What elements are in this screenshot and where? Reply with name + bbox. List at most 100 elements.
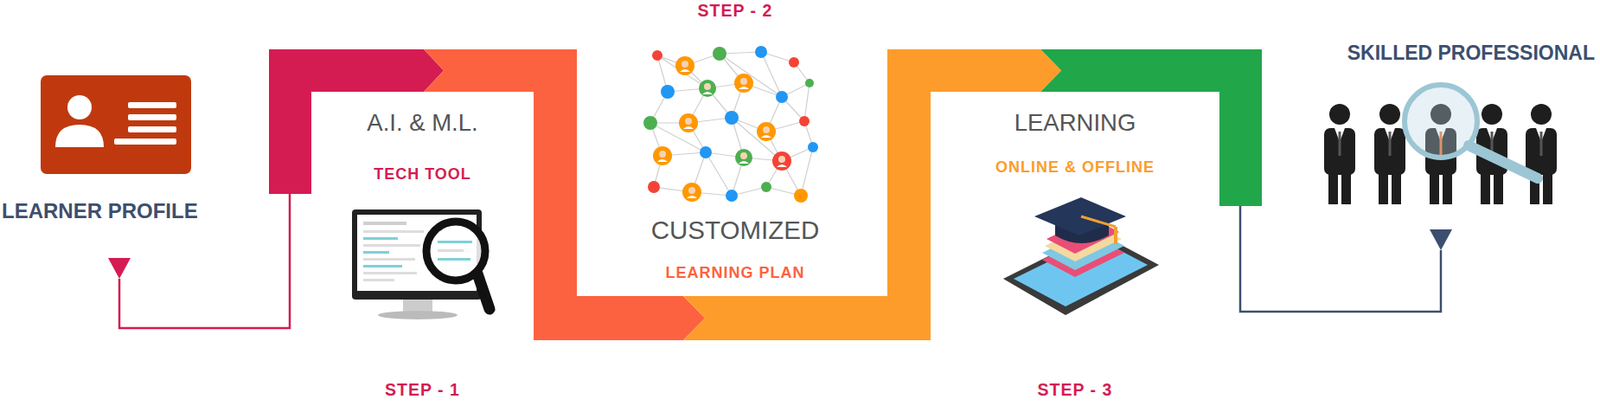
profile-card-icon [128,126,177,133]
network-dot [755,45,768,58]
person-leg [1542,172,1553,205]
network-face [740,152,748,160]
profile-node: LEARNER PROFILE [1,69,253,258]
network-face [657,159,668,162]
network-face [761,134,772,138]
profile-card-icon [40,75,192,174]
network-dot [724,110,739,125]
profile-card-icon [55,124,104,148]
person-head [1329,103,1351,125]
monitor-icon [377,310,458,320]
profile-card-icon [114,138,177,145]
network-dot [734,73,754,93]
monitor-icon [363,236,398,240]
network-dot [761,181,772,192]
person-figure [1374,103,1406,205]
network-link [705,152,732,196]
person-leg [1480,172,1491,205]
monitor-icon [477,273,490,309]
network-face [738,160,749,164]
network-dot [698,79,717,97]
tablet-icon [1003,197,1159,315]
step-heading: CUSTOMIZED [605,214,865,245]
network-face [738,86,749,90]
network-link [804,83,810,122]
network-face [659,150,666,158]
node-title: LEARNER PROFILE [1,198,253,224]
step-heading: A.I. & M.L. [311,108,534,137]
band-arrow [683,49,1062,340]
network-face [688,186,696,194]
network-dot [807,141,819,153]
monitor-icon [363,221,407,225]
person-leg [1442,172,1453,205]
arrow-head [108,257,131,279]
person-head [1379,103,1401,125]
network-face [762,126,770,134]
monitor-icon [437,249,464,252]
person-leg [1328,172,1338,205]
network-dot [678,113,698,133]
connector [683,49,1062,340]
step-node: LEARNINGONLINE & OFFLINESTEP - 3 [930,91,1220,340]
person-tie [1338,131,1342,156]
network-face [679,69,691,72]
network-face [776,164,788,167]
monitor-icon [363,230,424,233]
person-figure [1324,103,1356,205]
person-head [1530,103,1552,125]
profile-card-icon [128,114,177,121]
network-dot [712,46,727,61]
profile-card-icon [40,75,192,174]
network-face [681,60,689,68]
result-node: SKILLED PROFESSIONAL [1280,34,1595,230]
network-face [702,91,713,95]
step-heading: LEARNING [930,108,1220,137]
monitor-icon [437,240,473,244]
network-face [683,126,694,129]
step-subheading: ONLINE & OFFLINE [930,158,1220,178]
arrow-head [1429,229,1453,250]
step-number: STEP - 2 [605,0,865,21]
person-leg [1341,172,1351,205]
node-title: SKILLED PROFESSIONAL [1280,41,1595,66]
network-dot [725,189,738,202]
monitor-icon [403,299,433,312]
network-dot [682,182,702,202]
person-leg [1429,172,1440,205]
tablet-icon [1034,197,1127,236]
network-dot [643,115,658,130]
person-head [1481,103,1503,125]
person-leg [1391,172,1402,205]
network-dot [675,56,695,76]
profile-card-icon [128,102,177,109]
network-face [740,77,748,85]
network-dot [647,180,660,193]
person-body [1525,128,1557,175]
person-leg [1493,172,1504,205]
network-dot [788,57,800,68]
person-leg [1378,172,1389,205]
connector [423,49,705,340]
step-node: STEP - 2CUSTOMIZEDLEARNING PLAN [605,0,865,296]
network-dot [793,188,808,203]
network-dot [652,50,663,61]
step-subheading: TECH TOOL [311,165,534,185]
network-dot [756,121,776,141]
network-dot [775,90,788,103]
monitor-icon [363,278,395,282]
network-dot [660,84,675,99]
people-icon [1324,84,1557,205]
network-dot [699,146,712,159]
network-link [719,53,782,97]
network-dot [652,146,672,166]
band-arrow [423,49,705,340]
network-illustration [643,45,819,203]
tablet-icon [1113,226,1118,244]
person-tie [1388,131,1392,156]
network-face [778,155,786,163]
network-dot [735,148,753,167]
connector-line [1240,205,1441,312]
person-figure [1525,103,1557,205]
